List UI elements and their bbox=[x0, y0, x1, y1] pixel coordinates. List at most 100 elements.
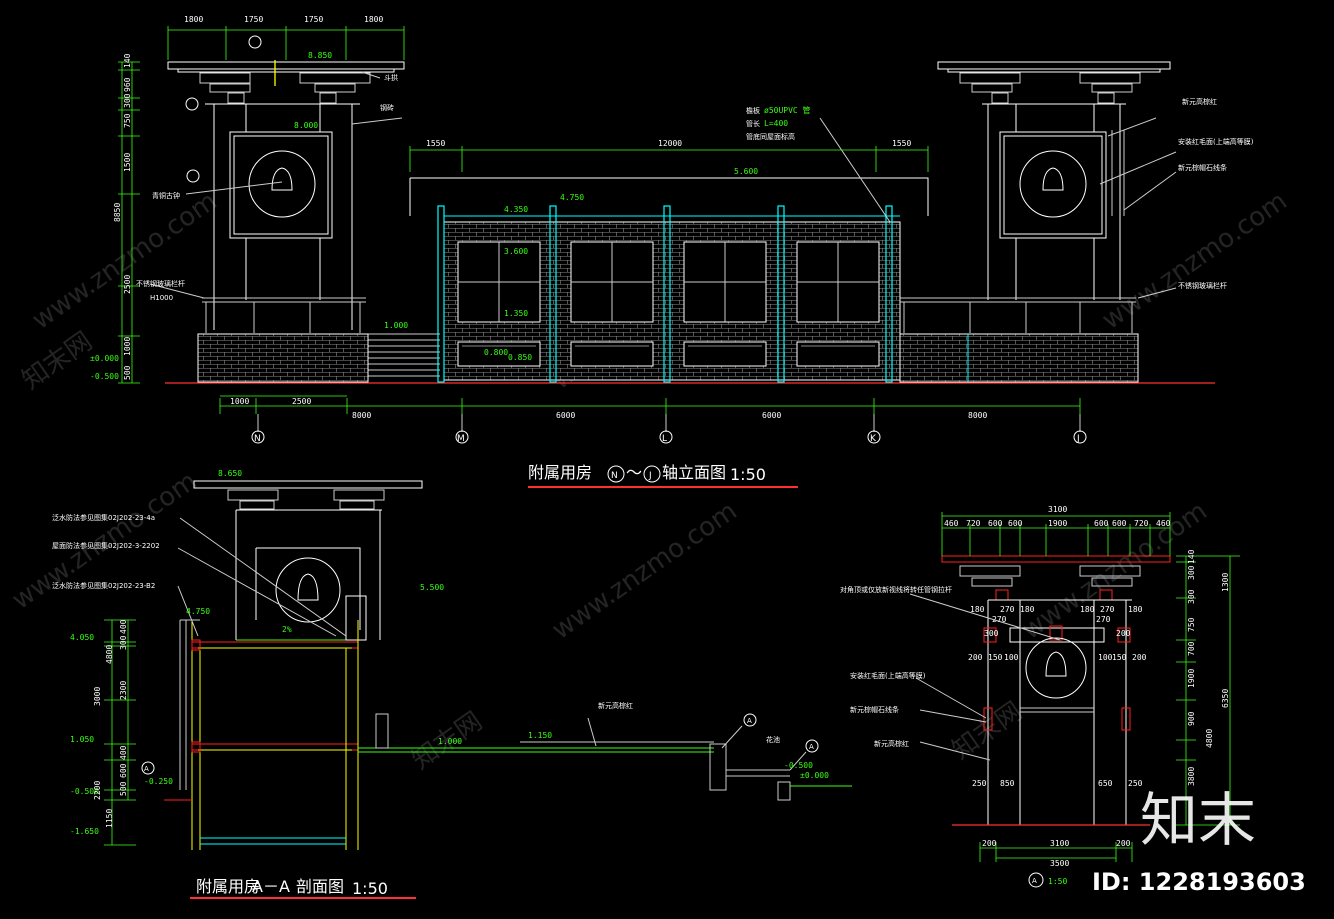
svg-text:±0.000: ±0.000 bbox=[90, 354, 119, 363]
svg-text:钢砖: 钢砖 bbox=[380, 103, 394, 112]
svg-text:H1000: H1000 bbox=[150, 294, 173, 302]
svg-text:1.000: 1.000 bbox=[438, 737, 462, 746]
svg-text:3500: 3500 bbox=[1050, 859, 1069, 868]
svg-text:4.750: 4.750 bbox=[186, 607, 210, 616]
svg-text:轴立面图: 轴立面图 bbox=[662, 463, 726, 482]
svg-text:3.600: 3.600 bbox=[504, 247, 528, 256]
svg-text:200: 200 bbox=[1116, 629, 1131, 638]
section-text: 泛水防法参见图集02J202-23-4a 屋面防法参见图集02J202-3-22… bbox=[52, 469, 829, 836]
svg-text:600: 600 bbox=[988, 519, 1003, 528]
svg-text:6350: 6350 bbox=[1221, 689, 1230, 708]
svg-text:900: 900 bbox=[1187, 711, 1196, 726]
svg-text:6000: 6000 bbox=[762, 411, 781, 420]
svg-text:720: 720 bbox=[1134, 519, 1149, 528]
brand-watermark: 知末 ID: 1228193603 bbox=[1092, 786, 1306, 896]
svg-text:3000: 3000 bbox=[93, 687, 102, 706]
svg-text:1.000: 1.000 bbox=[384, 321, 408, 330]
svg-text:安装红毛面(上端高等膜): 安装红毛面(上端高等膜) bbox=[1178, 137, 1254, 146]
svg-text:剖面图: 剖面图 bbox=[296, 877, 344, 896]
svg-text:附属用房: 附属用房 bbox=[196, 877, 260, 896]
section-drawing bbox=[141, 480, 852, 850]
svg-text:8.650: 8.650 bbox=[218, 469, 242, 478]
svg-text:300: 300 bbox=[119, 635, 128, 650]
svg-text:140: 140 bbox=[1187, 549, 1196, 564]
svg-text:600: 600 bbox=[1094, 519, 1109, 528]
svg-text:270: 270 bbox=[1000, 605, 1015, 614]
svg-text:不锈钢玻璃栏杆: 不锈钢玻璃栏杆 bbox=[1178, 281, 1227, 290]
svg-text:A－A: A－A bbox=[252, 877, 290, 896]
svg-text:140: 140 bbox=[123, 53, 132, 68]
svg-text:460: 460 bbox=[1156, 519, 1171, 528]
svg-text:1550: 1550 bbox=[892, 139, 911, 148]
svg-text:0.800: 0.800 bbox=[484, 348, 508, 357]
svg-text:600: 600 bbox=[1112, 519, 1127, 528]
svg-text:150: 150 bbox=[1112, 653, 1127, 662]
svg-text:300: 300 bbox=[1187, 589, 1196, 604]
svg-text:L=400: L=400 bbox=[764, 119, 788, 128]
svg-text:8000: 8000 bbox=[968, 411, 987, 420]
watermark-site-4: www.znzmo.com bbox=[7, 466, 203, 616]
svg-text:3100: 3100 bbox=[1050, 839, 1069, 848]
watermark-site-1: www.znzmo.com bbox=[27, 186, 223, 336]
elevation-drawing bbox=[149, 35, 1215, 384]
svg-text:1000: 1000 bbox=[123, 337, 132, 356]
svg-text:-0.500: -0.500 bbox=[784, 761, 813, 770]
elevation-grid-bubbles: N M L K J bbox=[251, 430, 1087, 444]
svg-text:泛水防法参见图集02J202-23-B2: 泛水防法参见图集02J202-23-B2 bbox=[52, 581, 155, 590]
svg-text:700: 700 bbox=[1187, 641, 1196, 656]
elevation-levels: 8.850 8.000 5.600 4.750 4.350 3.600 1.35… bbox=[90, 51, 758, 381]
brand-logo-text: 知末 bbox=[1140, 786, 1256, 854]
svg-text:1500: 1500 bbox=[123, 153, 132, 172]
svg-text:新元高棕红: 新元高棕红 bbox=[874, 739, 909, 748]
svg-text:1800: 1800 bbox=[364, 15, 383, 24]
detail-text: 3100 460 720 600 600 1900 600 600 720 46… bbox=[840, 505, 1230, 886]
svg-text:200: 200 bbox=[1116, 839, 1131, 848]
svg-text:1150: 1150 bbox=[105, 809, 114, 828]
svg-text:270: 270 bbox=[1096, 615, 1111, 624]
svg-text:500: 500 bbox=[123, 365, 132, 380]
svg-text:泛水防法参见图集02J202-23-4a: 泛水防法参见图集02J202-23-4a bbox=[52, 513, 155, 522]
detail-marker: A bbox=[1032, 877, 1037, 885]
svg-text:8850: 8850 bbox=[113, 203, 122, 222]
section-title: 附属用房 A－A 剖面图 1:50 bbox=[190, 877, 416, 899]
svg-text:200: 200 bbox=[982, 839, 997, 848]
svg-text:新元高棕红: 新元高棕红 bbox=[1182, 97, 1217, 106]
svg-text:3100: 3100 bbox=[1048, 505, 1067, 514]
svg-text:2500: 2500 bbox=[292, 397, 311, 406]
svg-text:屋面防法参见图集02J202-3-2202: 屋面防法参见图集02J202-3-2202 bbox=[52, 541, 160, 550]
svg-text:A: A bbox=[747, 717, 752, 725]
svg-text:4.350: 4.350 bbox=[504, 205, 528, 214]
svg-text:250: 250 bbox=[1128, 779, 1143, 788]
grid-label-N: N bbox=[254, 434, 261, 444]
svg-text:1750: 1750 bbox=[244, 15, 263, 24]
svg-text:100: 100 bbox=[1004, 653, 1019, 662]
svg-text:1.350: 1.350 bbox=[504, 309, 528, 318]
svg-text:1900: 1900 bbox=[1048, 519, 1067, 528]
svg-text:-0.500: -0.500 bbox=[70, 787, 99, 796]
watermark-cn-3: 知末网 bbox=[947, 696, 1028, 765]
svg-text:1.150: 1.150 bbox=[528, 731, 552, 740]
svg-text:1:50: 1:50 bbox=[730, 465, 766, 484]
svg-text:180: 180 bbox=[1128, 605, 1143, 614]
svg-text:300: 300 bbox=[1187, 565, 1196, 580]
svg-text:200: 200 bbox=[1132, 653, 1147, 662]
svg-text:附属用房: 附属用房 bbox=[528, 463, 592, 482]
svg-text:8000: 8000 bbox=[352, 411, 371, 420]
svg-text:400: 400 bbox=[119, 619, 128, 634]
svg-text:安装红毛面(上端高等膜): 安装红毛面(上端高等膜) bbox=[850, 671, 926, 680]
svg-text:新元棕帽石线条: 新元棕帽石线条 bbox=[850, 705, 899, 714]
svg-text:6000: 6000 bbox=[556, 411, 575, 420]
svg-text:±0.000: ±0.000 bbox=[800, 771, 829, 780]
grid-label-L: L bbox=[662, 434, 667, 444]
resource-id: ID: 1228193603 bbox=[1092, 868, 1306, 896]
svg-text:3800: 3800 bbox=[1187, 767, 1196, 786]
svg-text:960: 960 bbox=[123, 77, 132, 92]
svg-text:1750: 1750 bbox=[304, 15, 323, 24]
elevation-dim-text: 1800 1750 1750 1800 1550 12000 1550 1000… bbox=[113, 15, 987, 420]
svg-text:-0.500: -0.500 bbox=[90, 372, 119, 381]
svg-text:-1.650: -1.650 bbox=[70, 827, 99, 836]
svg-text:4800: 4800 bbox=[1205, 729, 1214, 748]
svg-text:A: A bbox=[144, 765, 149, 773]
svg-text:150: 150 bbox=[988, 653, 1003, 662]
